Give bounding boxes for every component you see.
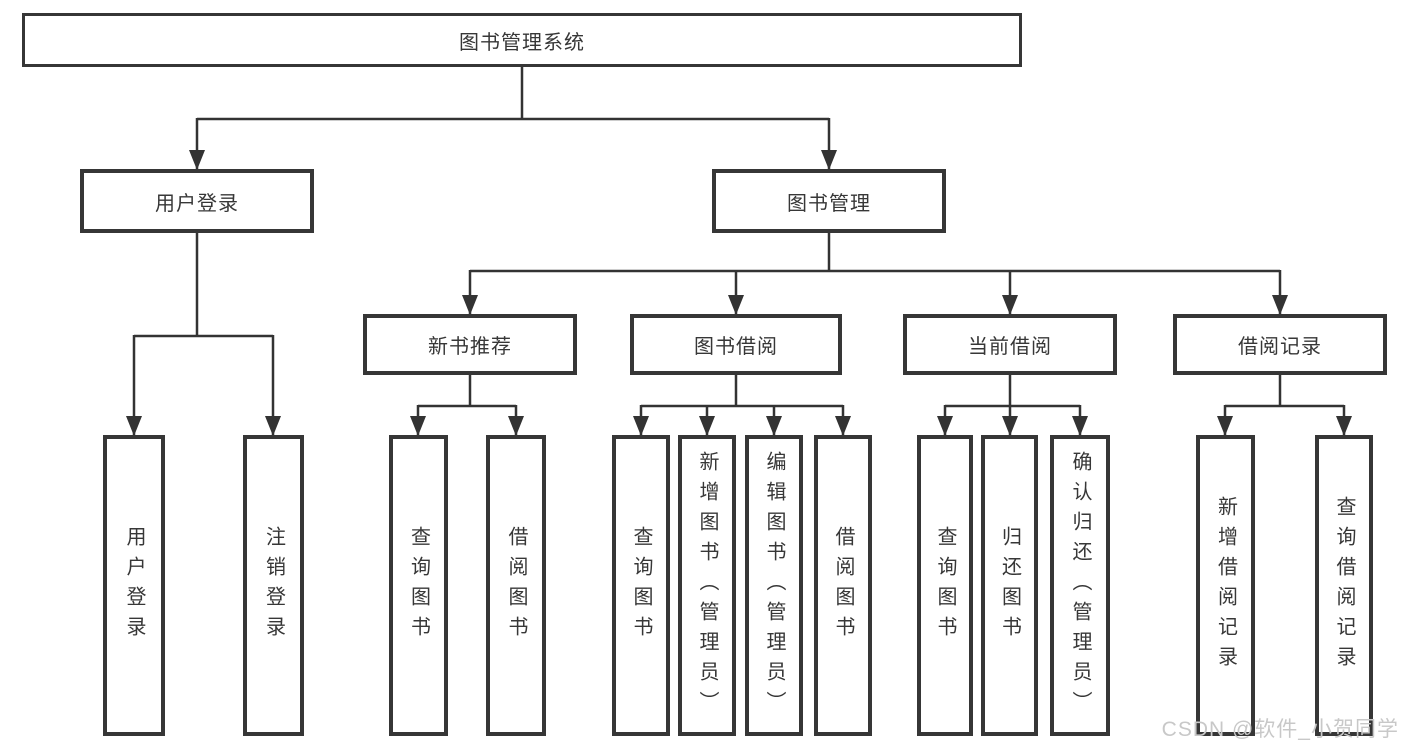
leaf-query-books-current-label: 查询图书	[934, 525, 956, 646]
leaf-query-books-newrec: 查询图书	[389, 435, 448, 736]
leaf-borrow-books-borrow-label: 借阅图书	[832, 525, 854, 646]
leaf-borrow-books-borrow: 借阅图书	[814, 435, 872, 736]
node-library-management-system: 图书管理系统	[22, 13, 1022, 67]
leaf-query-books-borrow: 查询图书	[612, 435, 670, 736]
node-book-borrowing: 图书借阅	[630, 314, 842, 375]
csdn-watermark: CSDN @软件_小贺同学	[1161, 718, 1399, 741]
leaf-add-book-admin-label: 新增图书（管理员）	[696, 450, 718, 721]
leaf-query-borrow-record-label: 查询借阅记录	[1333, 495, 1355, 676]
leaf-add-book-admin: 新增图书（管理员）	[678, 435, 736, 736]
leaf-query-books-current: 查询图书	[917, 435, 973, 736]
leaf-user-login-label: 用户登录	[123, 525, 145, 646]
leaf-confirm-return-admin: 确认归还（管理员）	[1050, 435, 1110, 736]
node-user-login: 用户登录	[80, 169, 314, 233]
leaf-add-borrow-record: 新增借阅记录	[1196, 435, 1255, 736]
leaf-edit-book-admin-label: 编辑图书（管理员）	[763, 450, 785, 721]
leaf-user-login: 用户登录	[103, 435, 165, 736]
leaf-query-borrow-record: 查询借阅记录	[1315, 435, 1373, 736]
leaf-return-books: 归还图书	[981, 435, 1038, 736]
node-borrowing-records: 借阅记录	[1173, 314, 1387, 375]
leaf-query-books-newrec-label: 查询图书	[407, 525, 430, 646]
leaf-borrow-books-newrec-label: 借阅图书	[505, 525, 527, 646]
leaf-add-borrow-record-label: 新增借阅记录	[1214, 495, 1237, 676]
leaf-logout-label: 注销登录	[262, 525, 285, 646]
leaf-query-books-borrow-label: 查询图书	[630, 525, 652, 646]
leaf-return-books-label: 归还图书	[998, 525, 1021, 646]
node-current-borrowing: 当前借阅	[903, 314, 1117, 375]
node-new-book-recommendation: 新书推荐	[363, 314, 577, 375]
leaf-edit-book-admin: 编辑图书（管理员）	[745, 435, 803, 736]
leaf-confirm-return-admin-label: 确认归还（管理员）	[1069, 450, 1091, 721]
leaf-borrow-books-newrec: 借阅图书	[486, 435, 546, 736]
node-book-management: 图书管理	[712, 169, 946, 233]
leaf-logout: 注销登录	[243, 435, 304, 736]
